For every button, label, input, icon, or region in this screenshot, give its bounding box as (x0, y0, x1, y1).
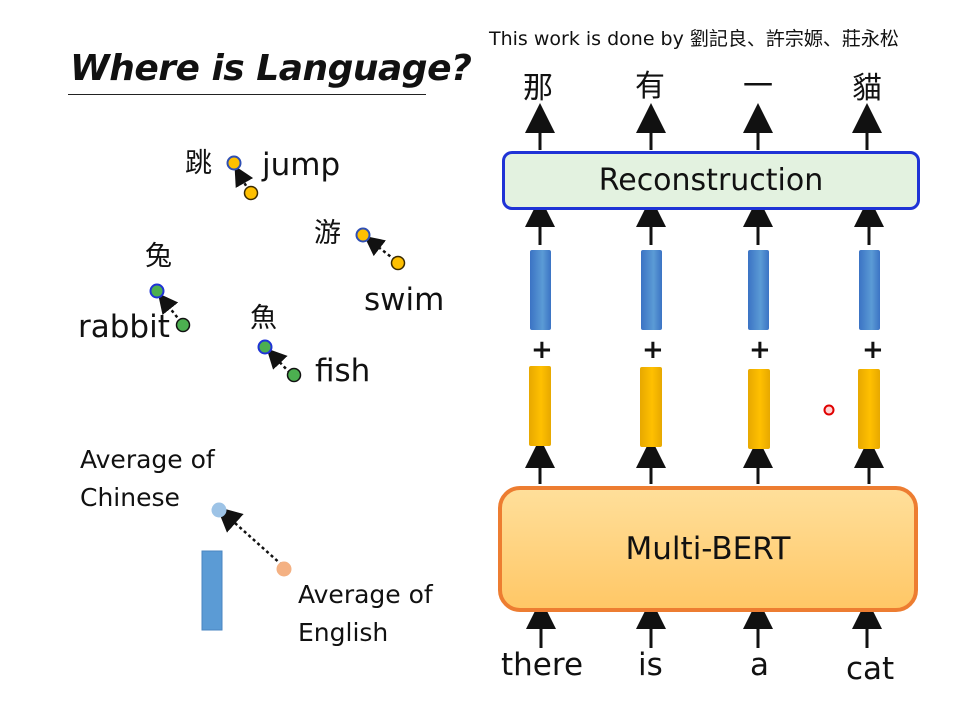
avg-chinese-line1: Average of (80, 445, 215, 474)
output-token-2: 有 (635, 69, 665, 104)
avg-chinese-dot (211, 502, 227, 518)
fish-en-dot (286, 367, 302, 383)
yellow-vector-2 (640, 367, 662, 447)
label-swim-zh: 游 (314, 218, 341, 249)
jump-en-dot (243, 185, 259, 201)
plus-sign-4: + (862, 335, 884, 365)
label-fish-zh: 魚 (250, 303, 277, 334)
avg-english-line2: English (298, 618, 389, 647)
pointer-marker (823, 404, 835, 416)
label-swim-en: swim (364, 282, 445, 318)
label-jump-zh: 跳 (185, 148, 212, 179)
blue-vector-1 (530, 250, 551, 330)
title-underline (68, 94, 426, 95)
output-token-4: 貓 (852, 71, 882, 106)
output-token-3: 一 (743, 69, 773, 104)
jump-zh-dot (226, 155, 242, 171)
swim-arrow (364, 235, 396, 261)
avg-english-dot (276, 561, 292, 577)
yellow-vector-4 (858, 369, 880, 449)
label-rabbit-en: rabbit (78, 309, 170, 345)
reconstruction-label: Reconstruction (598, 163, 824, 198)
input-token-4: cat (846, 651, 895, 687)
blue-vector-2 (641, 250, 662, 330)
yellow-vector-3 (748, 369, 770, 449)
label-jump-en: jump (262, 147, 341, 183)
input-token-1: there (501, 647, 584, 683)
plus-sign-3: + (749, 335, 771, 365)
rabbit-en-dot (175, 317, 191, 333)
plus-sign-1: + (531, 335, 553, 365)
fish-arrow (266, 348, 291, 374)
rabbit-zh-dot (149, 283, 165, 299)
blue-vector-4 (859, 250, 880, 330)
plus-sign-2: + (642, 335, 664, 365)
credit-text: This work is done by 劉記良、許宗嫄、莊永松 (489, 28, 899, 50)
page-title: Where is Language? (70, 48, 472, 89)
label-fish-en: fish (315, 353, 371, 389)
swim-en-dot (390, 255, 406, 271)
average-arrow (216, 506, 283, 566)
rabbit-arrow (157, 293, 182, 323)
model-arrows (525, 103, 884, 648)
jump-arrow (234, 165, 254, 192)
yellow-vector-1 (529, 366, 551, 446)
swim-zh-dot (355, 227, 371, 243)
avg-chinese-line2: Chinese (80, 483, 180, 512)
input-token-2: is (638, 647, 663, 683)
avg-english-label: Average of English (298, 576, 433, 652)
reconstruction-box: Reconstruction (502, 151, 920, 210)
label-rabbit-zh: 兔 (145, 241, 172, 272)
blue-vector-3 (748, 250, 769, 330)
output-token-1: 那 (523, 71, 553, 106)
input-token-3: a (750, 647, 769, 683)
multi-bert-label: Multi-BERT (625, 531, 791, 567)
avg-english-line1: Average of (298, 580, 433, 609)
fish-zh-dot (257, 339, 273, 355)
avg-chinese-label: Average of Chinese (80, 441, 215, 517)
multi-bert-box: Multi-BERT (498, 486, 918, 612)
difference-vector-bar (201, 550, 223, 631)
